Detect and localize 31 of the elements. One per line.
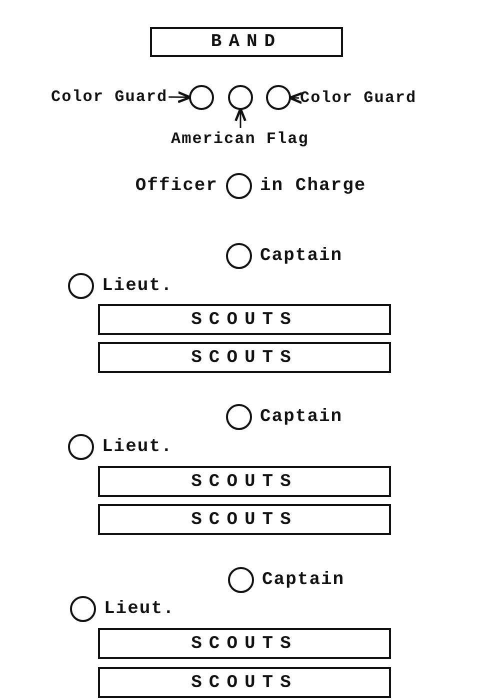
arrow <box>288 92 304 104</box>
position-label: Officer <box>135 176 218 196</box>
label-text: American Flag <box>171 128 309 150</box>
position-label: Lieut. <box>104 599 175 619</box>
group-label: SCOUTS <box>191 472 298 492</box>
formation-box <box>98 504 391 535</box>
group-label: BAND <box>210 32 282 52</box>
label-text: Color Guard <box>51 86 168 108</box>
arrow <box>168 91 192 104</box>
formation-box <box>98 667 391 698</box>
label-text: Color Guard <box>300 87 417 109</box>
group-label: SCOUTS <box>191 510 298 530</box>
position-label: Lieut. <box>102 276 173 296</box>
formation-box <box>150 27 343 57</box>
position-label: Captain <box>260 407 343 427</box>
formation-box <box>98 466 391 497</box>
formation-box <box>98 628 391 659</box>
position-circle <box>266 85 291 110</box>
group-label: SCOUTS <box>191 634 298 654</box>
position-label: Captain <box>262 570 345 590</box>
position-circle <box>228 85 253 110</box>
position-label: Captain <box>260 246 343 266</box>
group-label: SCOUTS <box>191 348 298 368</box>
formation-box <box>98 304 391 335</box>
group-label: SCOUTS <box>191 310 298 330</box>
position-label: in Charge <box>260 176 366 196</box>
group-label: SCOUTS <box>191 672 298 692</box>
formation-box <box>98 342 391 373</box>
position-label: Lieut. <box>102 437 173 457</box>
arrow <box>234 108 246 128</box>
position-circle <box>189 85 214 110</box>
